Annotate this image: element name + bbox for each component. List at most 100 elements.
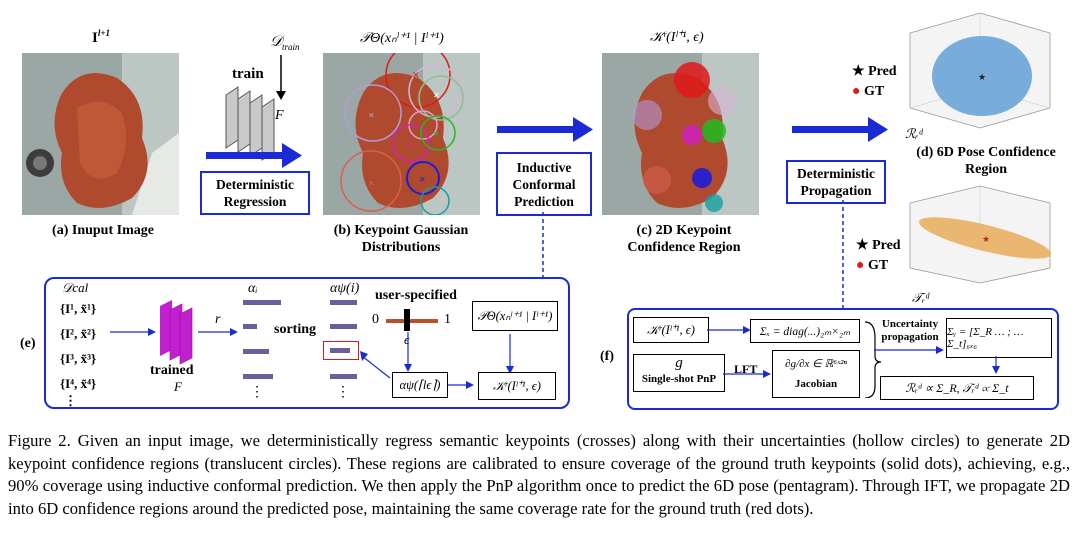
kp-cross-3: ✕ xyxy=(368,111,375,120)
uncert-label: Uncertainty propagation xyxy=(881,318,939,343)
dashed-connector-e xyxy=(542,212,544,278)
kp-cross-1: ✕ xyxy=(412,70,420,80)
panel-f-arrows xyxy=(707,321,882,398)
legend-bottom: ★ Pred ● GT xyxy=(856,236,901,276)
caption-b: (b) Keypoint Gaussian Distributions xyxy=(333,223,469,255)
jacobian-math: ∂g/∂x ∈ ℝ⁶ˣ²ⁿ xyxy=(785,358,847,370)
sigma-y-arrow xyxy=(992,356,1000,374)
calib-pair-4: {I⁴, x̃⁴} xyxy=(60,376,97,391)
red-dot-icon: ● xyxy=(852,84,861,99)
kp-cross-5: ✕ xyxy=(433,130,440,139)
arrow-c-to-d xyxy=(792,117,888,142)
input-title-main: I xyxy=(92,30,98,46)
figure-caption: Figure 2. Given an input image, we deter… xyxy=(8,431,1070,519)
jacobian-label: Jacobian xyxy=(794,378,838,390)
sigma-y-box: Σᵧ = [Σ_R … ; … Σ_t]₆ₓ₆ xyxy=(946,318,1052,358)
r-label: r xyxy=(215,312,221,327)
arrow-b-to-c xyxy=(497,117,593,142)
calib-pair-1: {I¹, x̃¹} xyxy=(60,301,97,316)
kp-cross-7: ✕ xyxy=(419,175,426,184)
calib-ellipsis: ⋮ xyxy=(64,393,77,408)
legend-top-gt: ● GT xyxy=(852,82,897,102)
star-icon: ★ xyxy=(852,64,865,79)
pnp-box: g Single-shot PnP xyxy=(633,354,725,392)
inductive-cp-box: Inductive Conformal Prediction xyxy=(496,152,592,216)
det-propagation-box: Deterministic Propagation xyxy=(786,160,886,204)
alpha-bar-1 xyxy=(243,300,281,305)
red-dot-icon: ● xyxy=(856,258,865,273)
dashed-connector-f xyxy=(842,200,844,308)
input-image-graphic xyxy=(22,53,179,215)
gauss-dist-title: 𝒫Θ(xₙˡ⁺¹ | Iˡ⁺¹) xyxy=(360,31,444,46)
lft-label: LFT xyxy=(734,362,758,376)
alpha-psi-label: αψ(i) xyxy=(330,281,360,296)
alpha-selected-box: αψ(⌈lϵ⌉) xyxy=(392,372,448,398)
dcal-label: 𝒟cal xyxy=(62,280,89,295)
eps-slider-one: 1 xyxy=(444,312,451,327)
train-set-label: 𝒟train xyxy=(270,33,300,52)
sorted-bar-2 xyxy=(330,324,357,329)
train-label: train xyxy=(232,66,264,82)
result-box: ℛᵣᵈ ∝ Σ_R, 𝒯ᵣᵈ ∝ Σ_t xyxy=(880,376,1034,400)
input-title: Il+1 xyxy=(92,28,110,47)
legend-top: ★ Pred ● GT xyxy=(852,62,897,102)
kp-cross-2: ✕ xyxy=(433,91,440,100)
sorted-ellipsis: ⋮ xyxy=(336,385,350,400)
calib-pairs: {I¹, x̃¹} {I², x̃²} {I³, x̃³} {I⁴, x̃⁴} … xyxy=(60,296,97,408)
alpha-bar-4 xyxy=(243,374,273,379)
sorted-bar-1 xyxy=(330,300,357,305)
sigma-x-box: Σₓ = diag(...)₂ₘ×₂ₘ xyxy=(750,319,860,343)
eps-label: ϵ xyxy=(404,332,410,347)
eps-slider-track xyxy=(386,319,438,323)
legend-bottom-gt-label: GT xyxy=(867,258,889,273)
pose-star-top: ★ xyxy=(978,72,986,82)
trained-F-label: F xyxy=(174,379,182,394)
pose-plot-rotation: ★ xyxy=(909,12,1051,129)
caption-c: (c) 2D Keypoint Confidence Region xyxy=(627,223,741,255)
panel-e xyxy=(44,277,570,409)
trained-label: trained xyxy=(150,363,194,378)
kr-box-e: 𝒦ʳ(Iˡ⁺¹, ϵ) xyxy=(478,372,556,400)
confidence-image xyxy=(602,53,759,215)
train-set-sub: train xyxy=(281,42,300,52)
pose-plot-translation: ★ xyxy=(909,185,1052,284)
arrow-a-to-b xyxy=(206,143,302,168)
panel-e-graphics xyxy=(110,300,238,365)
conf-region-title: 𝒦ʳ(Iˡ⁺¹, ϵ) xyxy=(650,30,704,45)
calib-pair-2: {I², x̃²} xyxy=(60,326,97,341)
jacobian-box: ∂g/∂x ∈ ℝ⁶ˣ²ⁿ Jacobian xyxy=(772,350,860,398)
gaussian-graphic: ✕ ✕ ✕ ✕ ✕ ✕ ✕ xyxy=(323,53,480,215)
input-title-sup: l+1 xyxy=(97,28,110,38)
alpha-i-label: αᵢ xyxy=(248,281,258,296)
caption-a: (a) Inuput Image xyxy=(52,223,154,238)
panel-f xyxy=(627,308,1059,410)
user-specified-label: user-specified xyxy=(375,288,457,303)
selected-bar-frame xyxy=(323,341,359,360)
legend-top-pred: ★ Pred xyxy=(852,62,897,82)
det-regression-box: Deterministic Regression xyxy=(200,171,310,215)
alpha-bar-3 xyxy=(243,349,269,354)
train-network-graphic xyxy=(225,55,286,161)
gaussian-image: ✕ ✕ ✕ ✕ ✕ ✕ ✕ xyxy=(323,53,480,215)
alpha-bar-2 xyxy=(243,324,257,329)
kp-cross-4: ✕ xyxy=(407,141,414,150)
legend-top-pred-label: Pred xyxy=(868,64,897,79)
legend-bottom-pred: ★ Pred xyxy=(856,236,901,256)
alpha-i-ellipsis: ⋮ xyxy=(250,385,264,400)
sorted-bar-3 xyxy=(330,348,350,353)
legend-top-gt-label: GT xyxy=(863,84,885,99)
confidence-graphic xyxy=(602,53,759,215)
calib-pair-3: {I³, x̃³} xyxy=(60,351,97,366)
sorted-bar-4 xyxy=(330,374,357,379)
pnp-label: Single-shot PnP xyxy=(641,373,717,385)
star-icon: ★ xyxy=(856,238,869,253)
uncert-arrow xyxy=(874,346,944,354)
legend-bottom-pred-label: Pred xyxy=(872,238,901,253)
sorting-label: sorting xyxy=(274,322,316,337)
input-image xyxy=(22,53,179,215)
network-layers xyxy=(225,86,275,161)
panel-e-label: (e) xyxy=(20,336,36,351)
network-F-label: F xyxy=(275,108,284,123)
pnp-g: g xyxy=(675,355,683,371)
td-label: 𝒯ᵣᵈ xyxy=(912,290,930,305)
